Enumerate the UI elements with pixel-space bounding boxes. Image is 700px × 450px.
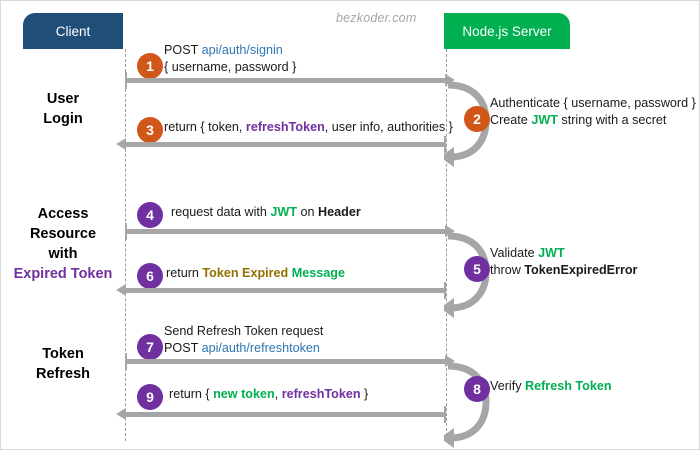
step-5-error: TokenExpiredError bbox=[524, 263, 638, 277]
actor-label-client: Client bbox=[55, 23, 91, 39]
step-9-text-a: return { bbox=[169, 387, 214, 401]
phase-login-line1: User bbox=[46, 91, 80, 107]
step-1-endpoint: api/auth/signin bbox=[201, 43, 283, 57]
step-6-line1: return Token Expired Message bbox=[166, 265, 345, 282]
arrow-6-head bbox=[116, 284, 126, 296]
arrow-3-server-to-client bbox=[116, 136, 446, 153]
phase-label-token-refresh: Token Refresh bbox=[1, 344, 125, 384]
step-4-line1: request data with JWT on Header bbox=[171, 204, 361, 221]
watermark: bezkoder.com bbox=[336, 11, 417, 25]
step-3-text-a: return { token, bbox=[164, 120, 246, 134]
step-2-text-a: Create bbox=[490, 113, 532, 127]
step-message-2: Authenticate { username, password } Crea… bbox=[490, 95, 696, 129]
step-bubble-8[interactable]: 8 bbox=[464, 376, 490, 402]
phase-login-line2: Login bbox=[43, 111, 83, 127]
arrow-4-tail bbox=[125, 223, 127, 240]
arrow-1-tail bbox=[125, 72, 127, 89]
step-bubble-9[interactable]: 9 bbox=[137, 384, 163, 410]
step-9-text-c: } bbox=[360, 387, 369, 401]
step-message-1: POST api/auth/signin { username, passwor… bbox=[164, 42, 296, 76]
arrow-9-head bbox=[116, 408, 126, 420]
arrow-4-head bbox=[445, 225, 455, 237]
step-3-refresh-token: refreshToken bbox=[245, 120, 325, 134]
step-7-line2: POST api/auth/refreshtoken bbox=[164, 340, 323, 357]
phase-access-line4: Expired Token bbox=[13, 266, 113, 282]
actor-header-server: Node.js Server bbox=[444, 13, 570, 49]
step-4-text-a: request data with bbox=[171, 205, 271, 219]
step-message-7: Send Refresh Token request POST api/auth… bbox=[164, 323, 323, 357]
step-6-token-expired: Token Expired bbox=[202, 266, 289, 280]
step-message-4: request data with JWT on Header bbox=[171, 204, 361, 221]
step-9-text-b: , bbox=[274, 387, 282, 401]
step-2-line2: Create JWT string with a secret bbox=[490, 112, 696, 129]
step-bubble-4[interactable]: 4 bbox=[137, 202, 163, 228]
step-message-6: return Token Expired Message bbox=[166, 265, 345, 282]
step-8-line1: Verify Refresh Token bbox=[490, 378, 612, 395]
phase-refresh-line1: Token bbox=[42, 346, 84, 362]
step-6-message: Message bbox=[291, 266, 345, 280]
step-5-jwt: JWT bbox=[538, 246, 565, 260]
step-2-text-b: string with a secret bbox=[557, 113, 667, 127]
step-1-text: POST bbox=[164, 43, 202, 57]
step-5-text-b: throw bbox=[490, 263, 525, 277]
step-5-text-a: Validate bbox=[490, 246, 539, 260]
lifeline-client bbox=[125, 49, 126, 441]
step-6-text-a: return bbox=[166, 266, 203, 280]
phase-access-line3: with bbox=[48, 246, 78, 262]
step-9-refresh-token: refreshToken bbox=[281, 387, 361, 401]
arrow-9-tail bbox=[444, 406, 446, 423]
arrow-7-client-to-server bbox=[125, 353, 455, 370]
actor-label-server: Node.js Server bbox=[462, 23, 552, 39]
step-4-text-b: on bbox=[297, 205, 319, 219]
step-5-line1: Validate JWT bbox=[490, 245, 637, 262]
step-1-line2: { username, password } bbox=[164, 60, 297, 74]
arrow-6-tail bbox=[444, 282, 446, 299]
phase-label-user-login: User Login bbox=[1, 89, 125, 129]
lifeline-server bbox=[446, 49, 447, 441]
step-3-text-b: , user info, authorities } bbox=[324, 120, 453, 134]
step-2-line1: Authenticate { username, password } bbox=[490, 96, 696, 110]
step-9-line1: return { new token, refreshToken } bbox=[169, 386, 368, 403]
step-message-8: Verify Refresh Token bbox=[490, 378, 612, 395]
step-bubble-6[interactable]: 6 bbox=[137, 263, 163, 289]
phase-label-access-resource: Access Resource with Expired Token bbox=[1, 204, 125, 284]
arrow-9-server-to-client bbox=[116, 406, 446, 423]
step-8-text: Verify bbox=[490, 379, 525, 393]
phase-refresh-line2: Refresh bbox=[36, 366, 90, 382]
arrow-1-head bbox=[445, 74, 455, 86]
actor-header-client: Client bbox=[23, 13, 123, 49]
step-3-line1: return { token, refreshToken, user info,… bbox=[164, 119, 453, 136]
step-4-header: Header bbox=[318, 205, 361, 219]
arrow-3-tail bbox=[444, 136, 446, 153]
arrow-1-client-to-server bbox=[125, 72, 455, 89]
step-message-5: Validate JWT throw TokenExpiredError bbox=[490, 245, 637, 279]
arrow-6-server-to-client bbox=[116, 282, 446, 299]
step-2-jwt: JWT bbox=[531, 113, 558, 127]
arrow-4-client-to-server bbox=[125, 223, 455, 240]
step-bubble-1[interactable]: 1 bbox=[137, 53, 163, 79]
step-bubble-3[interactable]: 3 bbox=[137, 117, 163, 143]
step-7-text: POST bbox=[164, 341, 202, 355]
step-bubble-7[interactable]: 7 bbox=[137, 334, 163, 360]
phase-access-line1: Access bbox=[37, 206, 89, 222]
step-8-refresh-token: Refresh Token bbox=[525, 379, 612, 393]
step-4-jwt: JWT bbox=[270, 205, 298, 219]
step-message-3: return { token, refreshToken, user info,… bbox=[164, 119, 453, 136]
step-bubble-2[interactable]: 2 bbox=[464, 106, 490, 132]
step-message-9: return { new token, refreshToken } bbox=[169, 386, 368, 403]
arrow-7-tail bbox=[125, 353, 127, 370]
step-5-line2: throw TokenExpiredError bbox=[490, 262, 637, 279]
phase-access-line2: Resource bbox=[29, 226, 97, 242]
step-1-line1: POST api/auth/signin bbox=[164, 42, 296, 59]
arrow-3-head bbox=[116, 138, 126, 150]
selfloop-arc-8 bbox=[444, 356, 504, 448]
step-9-new-token: new token bbox=[213, 387, 275, 401]
step-7-line1: Send Refresh Token request bbox=[164, 324, 324, 338]
arrow-7-head bbox=[445, 355, 455, 367]
step-bubble-5[interactable]: 5 bbox=[464, 256, 490, 282]
step-7-endpoint: api/auth/refreshtoken bbox=[201, 341, 320, 355]
